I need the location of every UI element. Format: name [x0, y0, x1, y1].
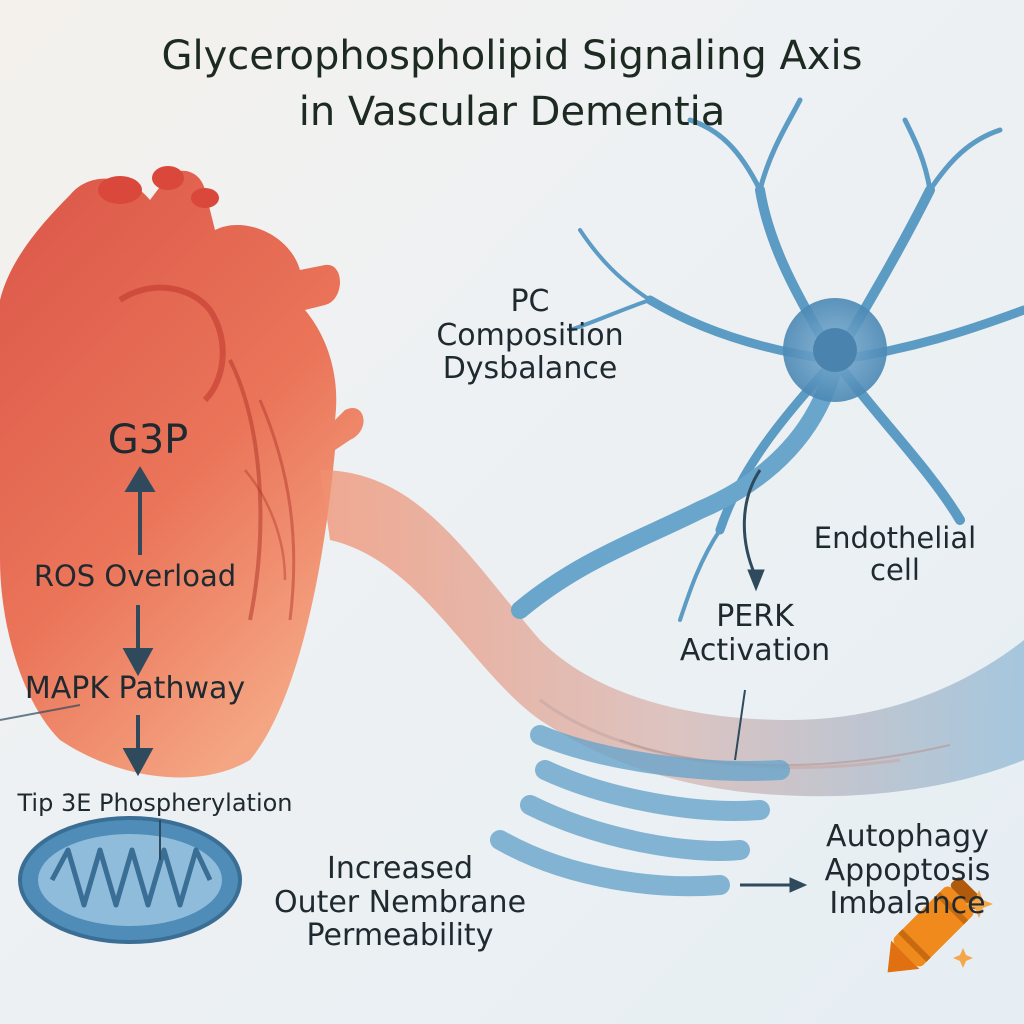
label-ros-overload: ROS Overload: [33, 559, 237, 593]
label-perk-activation: PERK Activation: [679, 599, 831, 668]
neuron-nucleus: [813, 328, 857, 372]
mitochondrion-illustration: [18, 816, 242, 944]
label-g3p: G3P: [107, 417, 189, 463]
label-autophagy-apoptosis: Autophagy Appoptosis Imbalance: [824, 819, 991, 922]
membrane-stack: [490, 725, 790, 897]
label-mapk-pathway: MAPK Pathway: [24, 671, 246, 706]
label-pc-composition: PC Composition Dysbalance: [436, 284, 624, 387]
sparkle-icon: [953, 948, 973, 968]
heart-illustration: [0, 166, 364, 778]
flow-arrows: [0, 466, 808, 893]
sparkle-icon: [965, 890, 993, 918]
title-line-2: in Vascular Dementia: [298, 89, 726, 135]
label-endothelial-cell: Endothelial cell: [813, 521, 977, 588]
diagram-title: Glycerophospholipid Signaling Axis in Va…: [0, 28, 1024, 140]
title-line-1: Glycerophospholipid Signaling Axis: [161, 33, 863, 79]
label-tip3e-phospherylation: Tip 3E Phospherylation: [17, 789, 293, 817]
label-outer-membrane-permeability: Increased Outer Nembrane Permeability: [273, 851, 527, 954]
